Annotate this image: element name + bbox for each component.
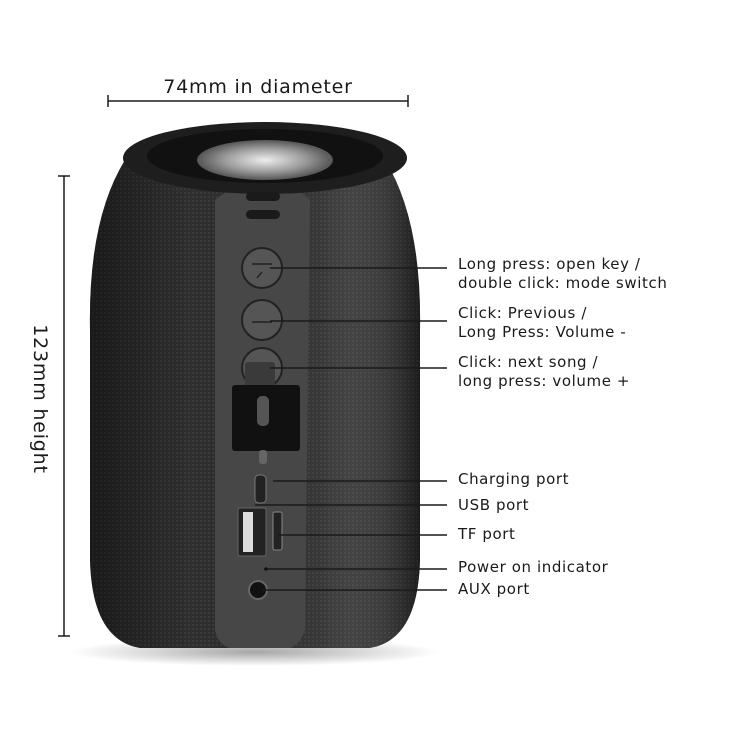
callout-charging-port: Charging port [458,470,570,488]
callout-aux-port: AUX port [458,580,530,598]
width-dimension-line [107,95,409,107]
previous-volume-down-button[interactable] [241,299,283,341]
callout-usb-port: USB port [458,496,530,514]
charging-port[interactable] [254,474,267,504]
callout-next-button: Click: next song / long press: volume + [458,353,630,391]
callout-power-indicator: Power on indicator [458,558,609,576]
strap-slot [246,192,280,201]
top-speaker-grille [197,140,333,180]
callout-text: long press: volume + [458,372,631,390]
callout-text: Click: Previous / [458,304,587,322]
tf-port[interactable] [272,511,283,551]
callout-mode-button: Long press: open key / double click: mod… [458,255,667,293]
callout-text: Long Press: Volume - [458,323,627,341]
callout-text: Long press: open key / [458,255,641,273]
callout-lines [255,267,447,591]
callout-tf-port: TF port [458,525,516,543]
strap-slot [246,210,280,219]
callout-text: Click: next song / [458,353,599,371]
callout-text: double click: mode switch [458,274,668,292]
callout-previous-button: Click: Previous / Long Press: Volume - [458,304,626,342]
height-label: 123mm height [29,324,51,474]
port-cover-hinge [245,362,275,392]
height-dimension-line [58,175,70,637]
power-indicator [264,567,268,571]
mode-button[interactable] [241,247,283,289]
diameter-label: 74mm in diameter [163,76,353,98]
